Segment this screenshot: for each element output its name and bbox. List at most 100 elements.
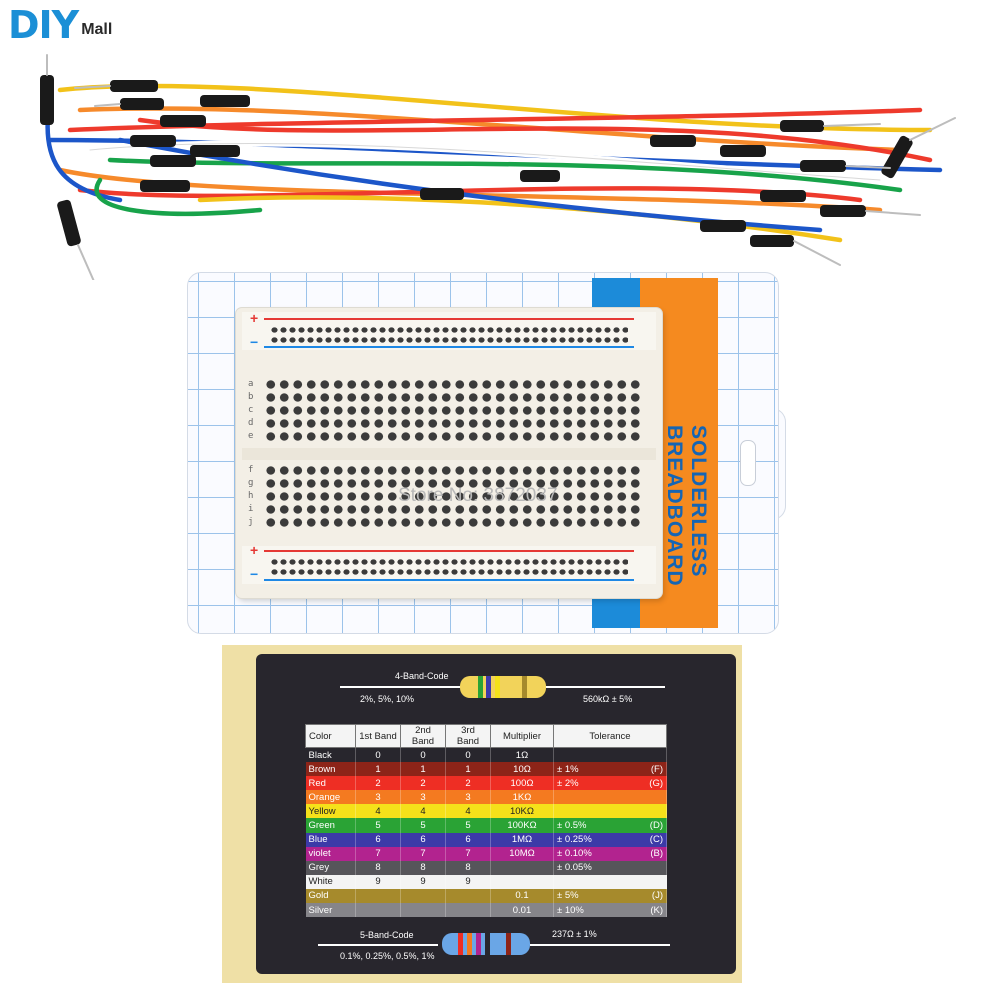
- row-band2: 8: [400, 860, 446, 875]
- row-color-name: Green: [305, 818, 356, 833]
- row-band2: 3: [400, 790, 446, 805]
- row-multiplier: [490, 860, 554, 875]
- row-tolerance: [553, 790, 667, 805]
- row-tolerance: [553, 747, 667, 763]
- row-tolerance: ± 0.10% (B): [553, 846, 667, 861]
- row-band3: 2: [445, 776, 491, 791]
- four-band-tolerance: 2%, 5%, 10%: [360, 694, 415, 704]
- jumper-wires: [40, 54, 956, 280]
- row-color-name: White: [305, 874, 356, 889]
- row-tolerance: ± 1% (F): [553, 762, 667, 777]
- row-multiplier: 1MΩ: [490, 832, 554, 847]
- row-band2: [400, 903, 446, 918]
- row-band2: 6: [400, 832, 446, 847]
- terminal-strip-bottom: [264, 464, 642, 530]
- row-multiplier: 10KΩ: [490, 804, 554, 819]
- row-band3: 8: [445, 860, 491, 875]
- row-band3: 4: [445, 804, 491, 819]
- row-band2: 1: [400, 762, 446, 777]
- row-band2: [400, 888, 446, 904]
- row-tolerance-code: (C): [649, 834, 663, 846]
- row-band3: 7: [445, 846, 491, 861]
- row-band3: 9: [445, 874, 491, 889]
- row-color-name: Black: [305, 747, 356, 763]
- row-multiplier: [490, 874, 554, 889]
- row-color-name: Yellow: [305, 804, 356, 819]
- row-band2: 9: [400, 874, 446, 889]
- five-band-example: 237Ω ± 1%: [552, 929, 597, 939]
- brand-logo: DIY Mall: [8, 4, 112, 46]
- four-band-title: 4-Band-Code: [395, 671, 449, 681]
- header-band3: 3rd Band: [445, 724, 491, 748]
- row-multiplier: 0.1: [490, 888, 554, 904]
- logo-sub-text: Mall: [81, 21, 113, 38]
- row-tolerance-value: ± 0.25%: [557, 834, 592, 846]
- rail-minus-label: −: [250, 334, 259, 350]
- row-band3: [445, 903, 491, 918]
- five-band-title: 5-Band-Code: [360, 930, 414, 940]
- row-color-name: Silver: [305, 903, 356, 918]
- row-tolerance-value: ± 1%: [557, 763, 579, 775]
- row-tolerance: ± 2%(G): [553, 776, 667, 791]
- row-tolerance: ± 0.25% (C): [553, 832, 667, 847]
- row-tolerance: [553, 804, 667, 819]
- row-band1: 9: [355, 874, 401, 889]
- row-band2: 5: [400, 818, 446, 833]
- row-band2: 2: [400, 776, 446, 791]
- row-tolerance: [553, 874, 667, 889]
- row-band3: 1: [445, 762, 491, 777]
- rail-minus-label: −: [250, 566, 259, 582]
- row-color-name: Blue: [305, 832, 356, 847]
- row-band3: 6: [445, 832, 491, 847]
- row-band1: 2: [355, 776, 401, 791]
- row-band1: 6: [355, 832, 401, 847]
- table-header-row: Color 1st Band 2nd Band 3rd Band Multipl…: [305, 724, 667, 748]
- row-band1: 8: [355, 860, 401, 875]
- row-multiplier: 1KΩ: [490, 790, 554, 805]
- row-tolerance-code: (B): [650, 848, 663, 860]
- row-band1: 3: [355, 790, 401, 805]
- row-band1: [355, 903, 401, 918]
- row-tolerance: ± 0.5%(D): [553, 818, 667, 833]
- rail-plus-label: +: [250, 542, 259, 558]
- row-band1: 7: [355, 846, 401, 861]
- package-hang-hole: [740, 440, 756, 486]
- center-channel: [242, 448, 656, 460]
- row-multiplier: 100KΩ: [490, 818, 554, 833]
- header-band1: 1st Band: [355, 724, 401, 748]
- row-color-name: Brown: [305, 762, 356, 777]
- row-band3: [445, 888, 491, 904]
- row-band3: 3: [445, 790, 491, 805]
- resistor-4band-icon: [460, 676, 546, 698]
- logo-main-text: DIY: [8, 3, 79, 47]
- top-power-rail: + −: [242, 310, 656, 350]
- header-multiplier: Multiplier: [490, 724, 554, 748]
- row-tolerance: ± 5%(J): [553, 888, 667, 904]
- row-tolerance-code: (K): [650, 904, 663, 916]
- header-tolerance: Tolerance: [553, 724, 667, 748]
- row-color-name: Orange: [305, 790, 356, 805]
- row-band2: 0: [400, 747, 446, 763]
- row-tolerance-code: (F): [650, 763, 663, 775]
- five-band-tolerance: 0.1%, 0.25%, 0.5%, 1%: [340, 951, 435, 961]
- row-tolerance-value: ± 0.10%: [557, 848, 592, 860]
- row-band2: 7: [400, 846, 446, 861]
- header-band2: 2nd Band: [400, 724, 446, 748]
- row-band1: 0: [355, 747, 401, 763]
- terminal-strip-top: [264, 378, 642, 444]
- row-band1: 1: [355, 762, 401, 777]
- row-multiplier: 10MΩ: [490, 846, 554, 861]
- row-tolerance-value: ± 0.5%: [557, 820, 587, 832]
- row-band1: 4: [355, 804, 401, 819]
